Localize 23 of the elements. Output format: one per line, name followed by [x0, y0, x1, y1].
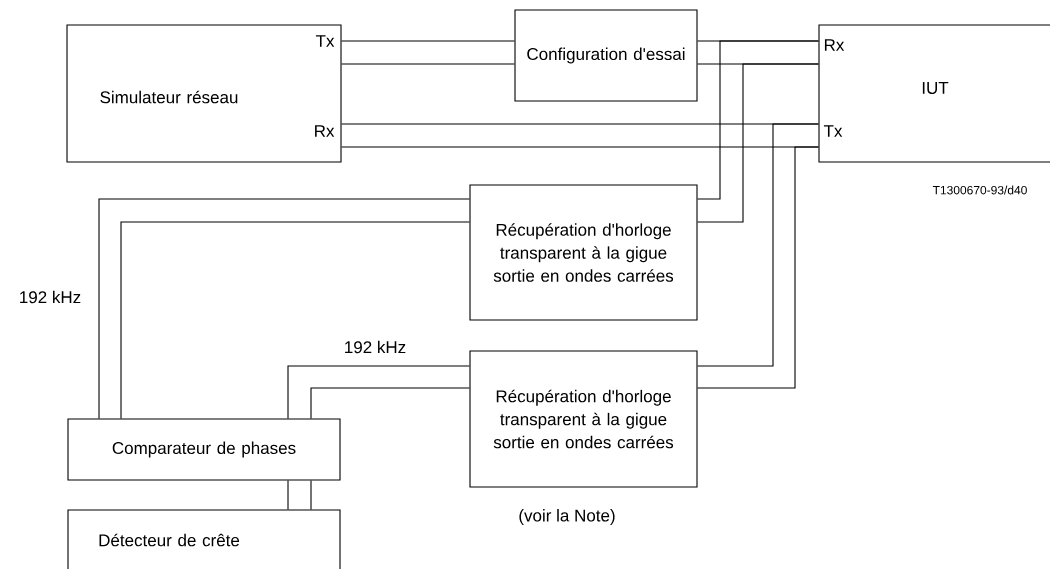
wire: [120, 221, 470, 419]
process-box: IUT Rx Tx: [818, 24, 1050, 163]
process-box: Simulateur réseau Tx Rx: [66, 24, 342, 163]
process-box: Récupération d'horloge transparent à la gigue sortie en ondes carrées: [469, 184, 698, 321]
edge-label: 192 kHz: [17, 289, 83, 305]
process-box: Configuration d'essai: [514, 9, 698, 102]
wire: [341, 40, 515, 42]
wire: [697, 123, 819, 367]
edge-label: 192 kHz: [342, 339, 408, 355]
wire: [287, 480, 289, 510]
figure-code: T1300670-93/d40: [932, 185, 1027, 195]
wire: [341, 63, 515, 65]
wire: [310, 480, 312, 510]
process-box: Détecteur de crête: [67, 509, 341, 569]
process-box: Comparateur de phases: [67, 418, 341, 481]
wire: [287, 365, 470, 419]
wire: [697, 146, 819, 389]
wire: [697, 40, 819, 200]
wire: [697, 63, 819, 223]
wire: [98, 198, 470, 419]
note-text: (voir la Note): [519, 509, 615, 525]
process-box: Récupération d'horloge transparent à la gigue sortie en ondes carrées: [469, 350, 698, 488]
wire: [310, 387, 470, 419]
